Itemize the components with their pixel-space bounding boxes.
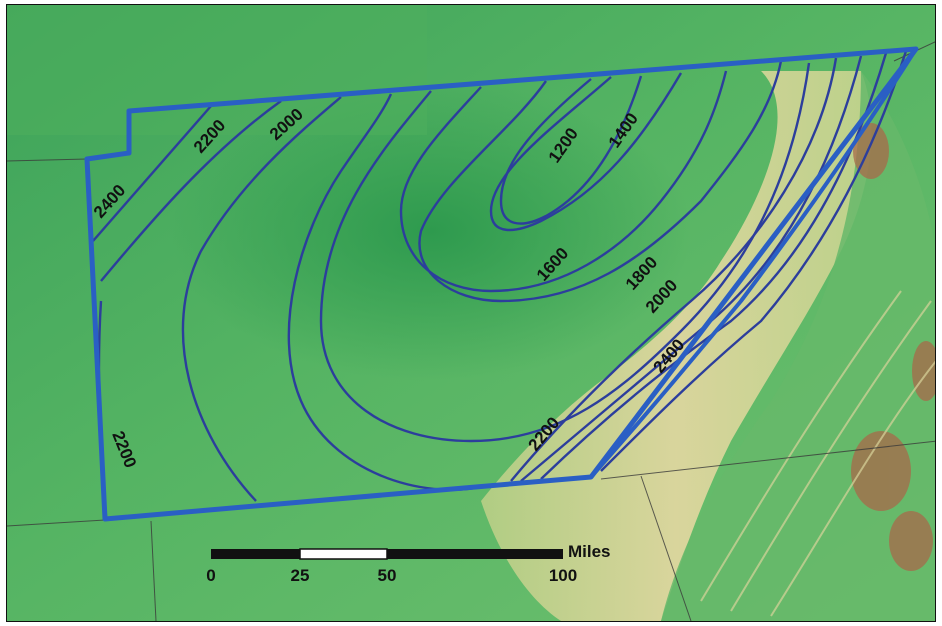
contour-1400 [418,60,783,303]
terrain-northwest [7,5,427,135]
study-area-east-edge [589,47,918,479]
contour-lines [92,50,908,517]
contour-1800-e [510,57,838,482]
contour-2400-se [600,50,908,472]
map-frame: 2400 2200 2000 1200 1400 1600 1800 2000 … [6,4,936,622]
scale-unit-label: Miles [568,542,611,561]
scale-tick-25: 25 [291,566,310,585]
contour-2000 [181,96,342,502]
scale-segment-2 [299,548,388,560]
scale-segment-1 [211,549,300,559]
scale-tick-100: 100 [549,566,577,585]
ridge-streaks [700,290,935,617]
contour-1600-outer [319,62,811,443]
contour-2400-nw [92,105,212,242]
contour-1200-loop [499,75,643,225]
contour-1600-mid [399,70,728,293]
contour-1200-inner [489,72,683,232]
contour-2200-nw [100,100,282,282]
scale-segment-3 [387,549,563,559]
basin-lowland [171,81,691,381]
scale-tick-0: 0 [206,566,215,585]
terrain-map: 2400 2200 2000 1200 1400 1600 1800 2000 … [7,5,935,621]
scale-bar: Miles 0 25 50 100 [206,542,610,585]
contour-1800-outer [287,93,487,491]
scale-tick-50: 50 [378,566,397,585]
